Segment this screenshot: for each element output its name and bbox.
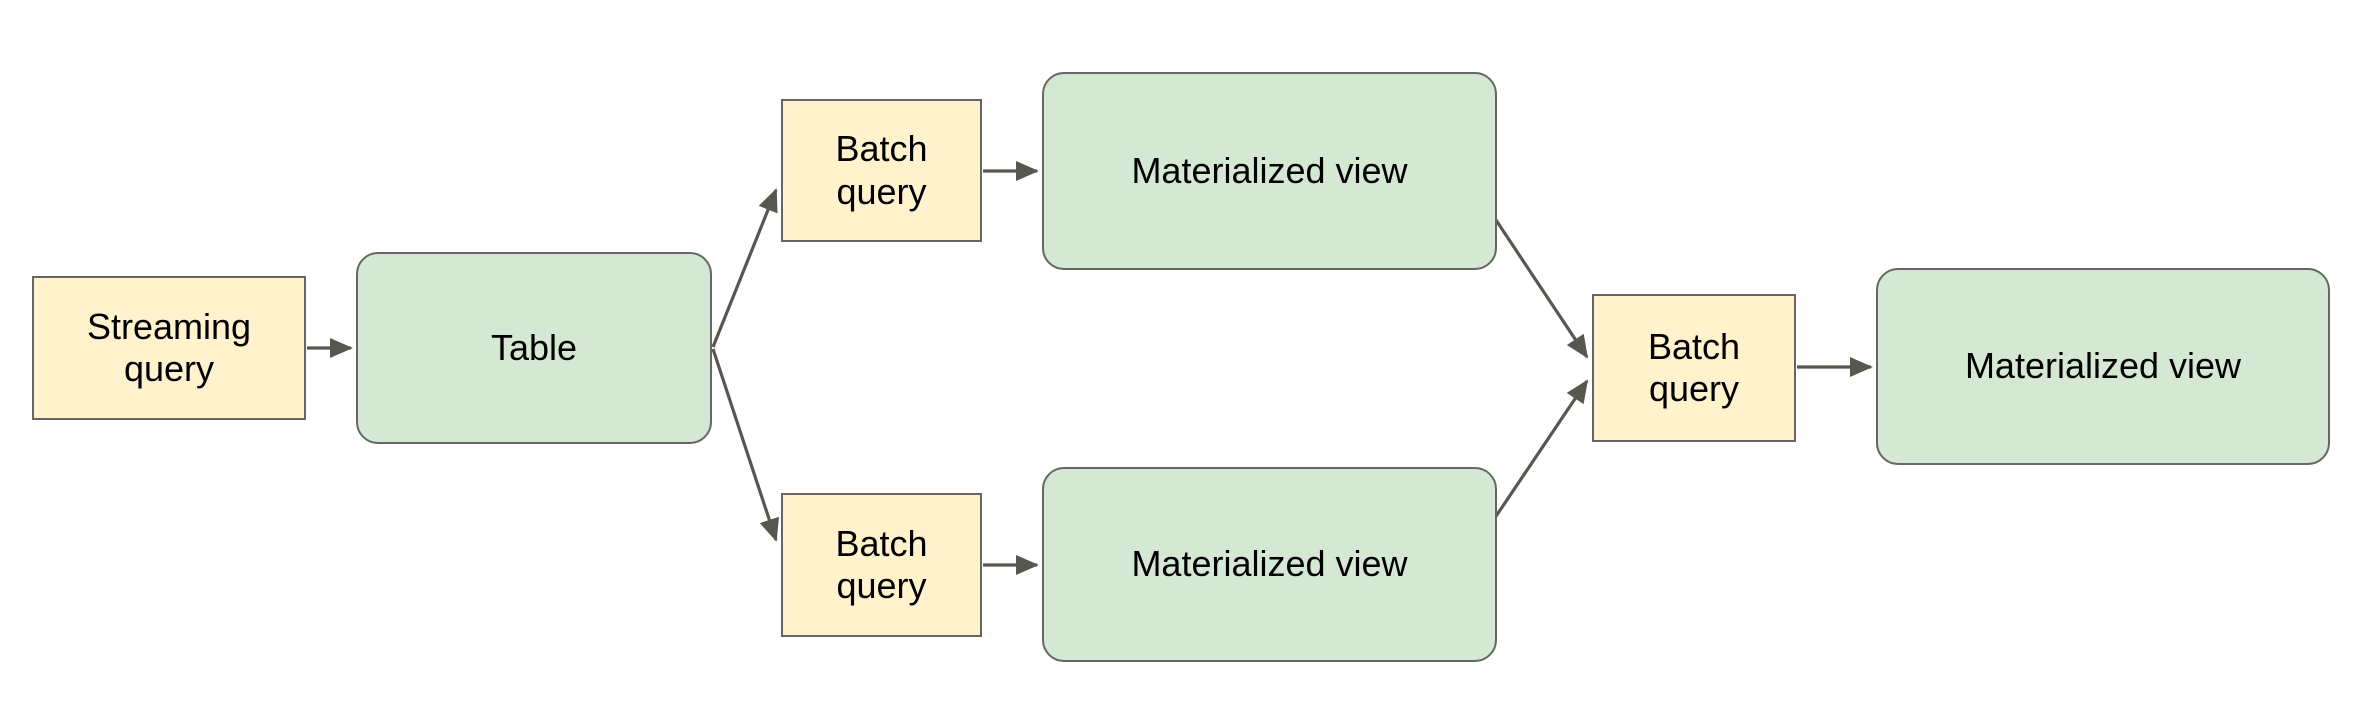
node-batch-query-center-label: Batch query [1647, 325, 1741, 409]
node-batch-query-center[interactable]: Batch query [1592, 294, 1796, 442]
node-batch-query-top[interactable]: Batch query [781, 99, 982, 242]
node-table[interactable]: Table [356, 252, 712, 444]
edge-mv-top-to-batch-center [1478, 195, 1589, 359]
node-batch-query-bottom-label: Batch query [835, 522, 928, 606]
node-batch-query-bottom[interactable]: Batch query [781, 493, 982, 637]
node-materialized-view-top[interactable]: Materialized view [1042, 72, 1497, 270]
node-table-label: Table [490, 326, 578, 368]
node-streaming-query-label: Streaming query [86, 305, 252, 389]
node-batch-query-top-label: Batch query [835, 128, 928, 212]
edge-table-to-batch-top [711, 188, 778, 348]
node-materialized-view-bottom[interactable]: Materialized view [1042, 467, 1497, 662]
node-materialized-view-bottom-label: Materialized view [1131, 543, 1408, 585]
node-materialized-view-top-label: Materialized view [1131, 149, 1408, 191]
node-materialized-view-right[interactable]: Materialized view [1876, 268, 2330, 465]
edge-table-to-batch-bottom [711, 348, 779, 542]
node-streaming-query[interactable]: Streaming query [32, 276, 306, 420]
edge-mv-bottom-to-batch-center [1478, 379, 1589, 541]
node-materialized-view-right-label: Materialized view [1964, 345, 2242, 387]
